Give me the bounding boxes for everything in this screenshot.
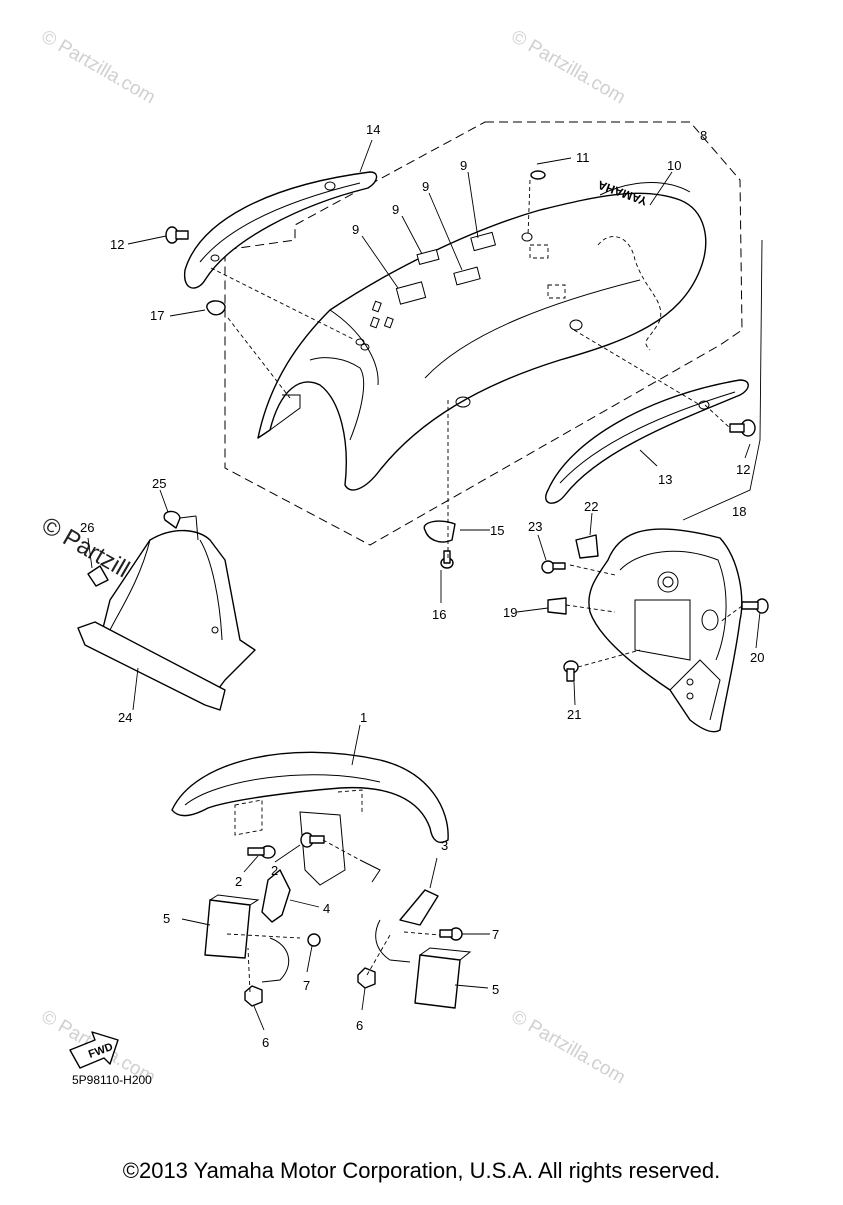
callout-9b: 9	[422, 179, 429, 194]
callout-24: 24	[118, 710, 132, 725]
callout-7-left: 7	[303, 978, 310, 993]
rear-fender: YAMAHA	[257, 177, 707, 491]
callout-19: 19	[503, 605, 517, 620]
assembly-boundary-8	[224, 121, 743, 546]
bolt-20	[741, 598, 769, 614]
bolt-21	[563, 660, 579, 682]
callout-25: 25	[152, 476, 166, 491]
callout-12-right: 12	[736, 462, 750, 477]
callout-26: 26	[80, 520, 94, 535]
forward-arrow-icon: FWD	[69, 1031, 119, 1069]
front-fender	[171, 724, 449, 844]
nut-6-left	[244, 985, 263, 1007]
label-sticker-b	[416, 248, 440, 266]
copyright-notice: ©2013 Yamaha Motor Corporation, U.S.A. A…	[122, 1158, 721, 1183]
callout-10: 10	[667, 158, 681, 173]
bolt-7-right	[439, 927, 463, 941]
screw-12-left	[165, 226, 189, 244]
callout-15: 15	[490, 523, 504, 538]
callout-7-right: 7	[492, 927, 499, 942]
bracket-19	[547, 597, 567, 615]
callout-5-left: 5	[163, 911, 170, 926]
front-fender-hardware	[181, 811, 490, 1031]
watermark-top-right: © Partzilla.com	[508, 26, 629, 108]
callout-9c: 9	[392, 202, 399, 217]
callout-17: 17	[150, 308, 164, 323]
callout-20: 20	[750, 650, 764, 665]
warning-labels	[395, 231, 497, 305]
grab-handle-right	[545, 379, 749, 504]
nut-6-right	[357, 967, 376, 989]
clamp-22	[575, 534, 599, 559]
grab-handle-left	[184, 171, 378, 289]
callout-2-left: 2	[235, 874, 242, 889]
callout-18: 18	[732, 504, 746, 519]
bolt-2-left	[247, 845, 276, 859]
leader-lines-upper	[127, 139, 751, 603]
diagram-code: 5P98110-H200	[72, 1073, 152, 1087]
callout-11: 11	[576, 150, 590, 165]
reflector-5-right	[414, 954, 461, 1009]
callout-3: 3	[441, 838, 448, 853]
watermark-top-left: © Partzilla.com	[38, 26, 159, 108]
clip-25	[163, 510, 181, 529]
callout-9d: 9	[352, 222, 359, 237]
grommet-17	[206, 300, 226, 316]
callout-6-right: 6	[356, 1018, 363, 1033]
bolt-2-right	[300, 832, 325, 848]
label-sticker-c	[453, 266, 481, 286]
bolt-7-left	[307, 933, 321, 947]
tail-light-fasteners	[516, 512, 769, 706]
callout-22: 22	[584, 499, 598, 514]
nut-26	[87, 565, 109, 587]
fasteners-upper	[165, 170, 756, 569]
tail-light-assembly	[588, 239, 763, 733]
callout-16: 16	[432, 607, 446, 622]
callout-2-right: 2	[271, 863, 278, 878]
callout-23: 23	[528, 519, 542, 534]
callout-12-left: 12	[110, 237, 124, 252]
callout-6-left: 6	[262, 1035, 269, 1050]
callout-21: 21	[567, 707, 581, 722]
callout-5-right: 5	[492, 982, 499, 997]
label-sticker-d	[470, 231, 497, 252]
clip-15	[423, 520, 456, 543]
washer-11	[530, 170, 546, 180]
rear-flap	[77, 489, 256, 711]
callout-13: 13	[658, 472, 672, 487]
callout-1: 1	[360, 710, 367, 725]
bracket-3	[399, 889, 439, 926]
screw-12-right	[729, 419, 756, 437]
callout-9a: 9	[460, 158, 467, 173]
label-sticker-a	[395, 281, 427, 305]
bracket-4	[261, 869, 291, 923]
screw-23	[541, 560, 566, 574]
callout-8: 8	[700, 128, 707, 143]
watermark-bottom-right: © Partzilla.com	[508, 1006, 629, 1088]
callout-4: 4	[323, 901, 330, 916]
reflector-5-left	[204, 899, 251, 959]
screw-16	[440, 550, 454, 569]
callout-14: 14	[366, 122, 380, 137]
callout-numbers: 14 8 11 9 10 9 9 9 12 17 12 13 25 22 18 …	[80, 122, 764, 1050]
